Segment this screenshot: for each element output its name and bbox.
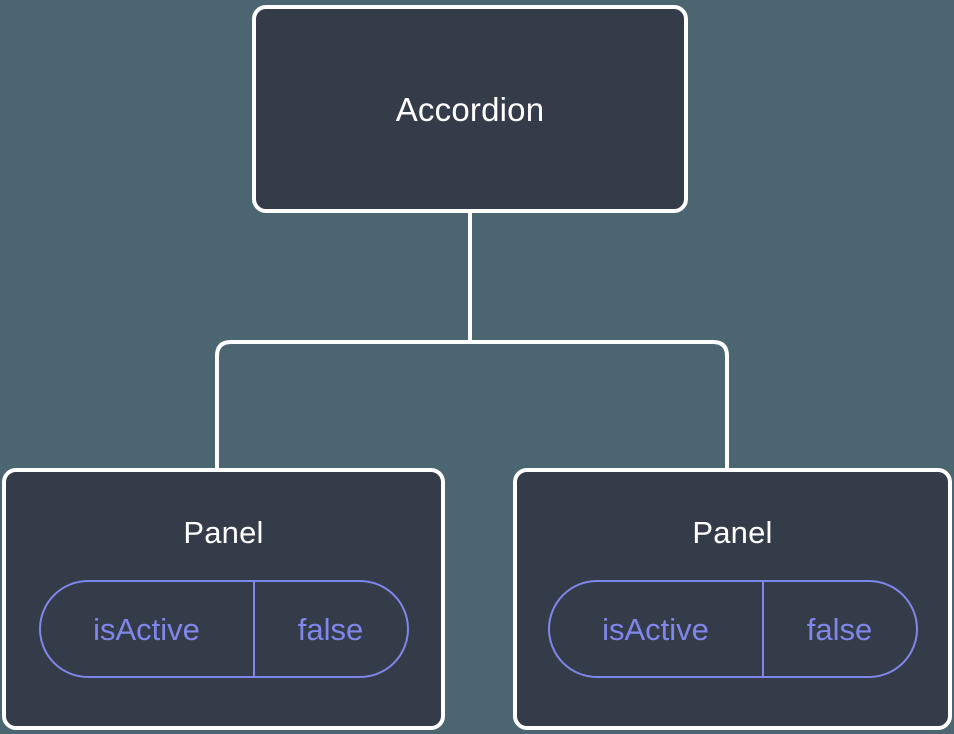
connector-branch-right [470, 340, 729, 470]
prop-badge-key: isActive [93, 611, 200, 647]
node-panel-left[interactable]: Panel isActive false [2, 468, 445, 730]
prop-badge-value: false [761, 582, 916, 676]
node-panel-left-title: Panel [183, 515, 264, 550]
prop-badge-is-active-left[interactable]: isActive false [38, 580, 409, 678]
node-panel-right[interactable]: Panel isActive false [513, 468, 952, 730]
node-accordion-title: Accordion [395, 90, 545, 128]
node-accordion[interactable]: Accordion [252, 5, 688, 213]
connector-branch-left [215, 340, 470, 470]
node-panel-right-title: Panel [692, 515, 773, 550]
prop-badge-value: false [252, 582, 407, 676]
prop-badge-key: isActive [602, 611, 709, 647]
prop-badge-is-active-right[interactable]: isActive false [547, 580, 918, 678]
